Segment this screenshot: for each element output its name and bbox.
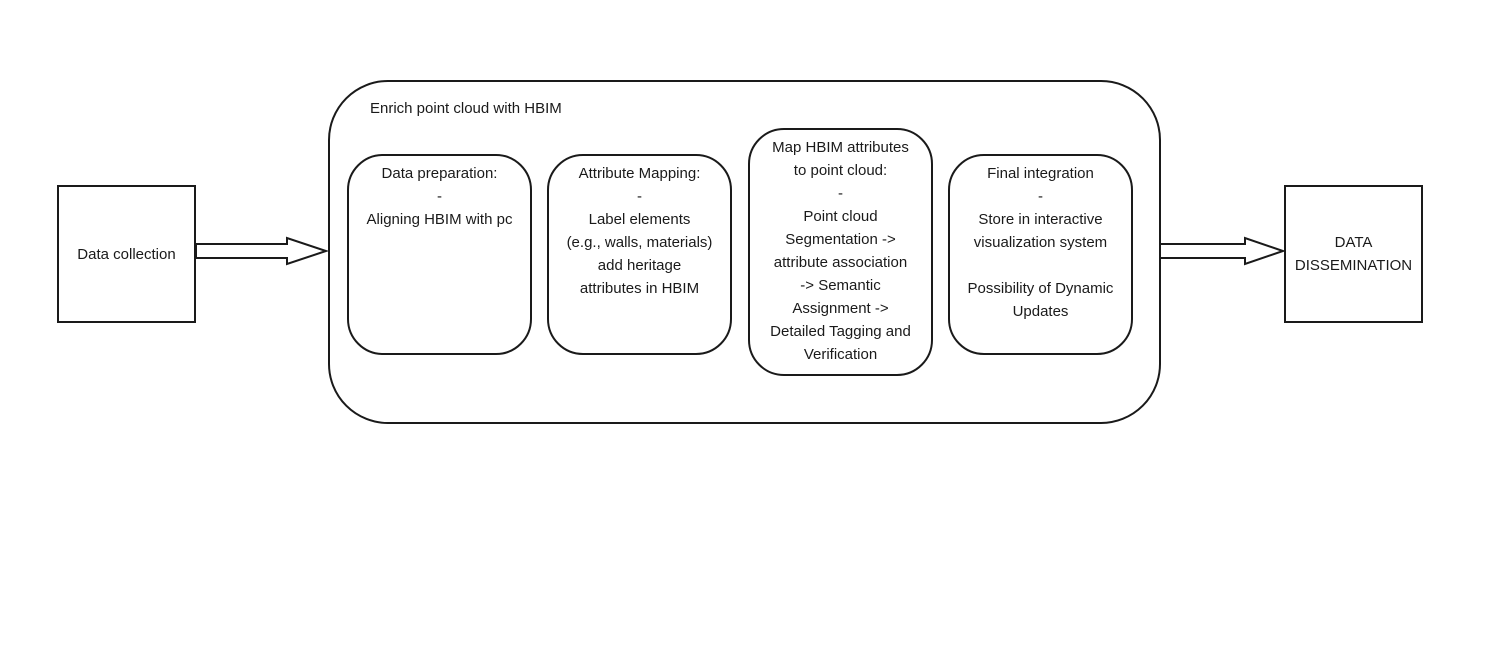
step-text-line: Attribute Mapping: — [578, 165, 701, 182]
step-text-line: -> Semantic — [800, 277, 881, 294]
step-text-line: to point cloud: — [793, 162, 888, 179]
step-attribute-mapping: Attribute Mapping: - Label elements (e.g… — [547, 154, 732, 355]
step-text-line: attributes in HBIM — [579, 280, 700, 297]
step-text-line: - — [437, 188, 442, 205]
step-text-line: Point cloud — [803, 208, 878, 225]
step-final-integration: Final integration - Store in interactive… — [948, 154, 1133, 355]
step-text-line: visualization system — [973, 234, 1108, 251]
step-text-line: Final integration — [987, 165, 1094, 182]
step-data-preparation: Data preparation: - Aligning HBIM with p… — [347, 154, 532, 355]
step-text-line: Verification — [803, 346, 878, 363]
step-text-line: Detailed Tagging and — [770, 323, 911, 340]
step-text-line: Data preparation: — [381, 165, 498, 182]
step-map-hbim-attributes: Map HBIM attributes to point cloud: - Po… — [748, 128, 933, 376]
enrich-title: Enrich point cloud with HBIM — [370, 100, 562, 117]
step-text-line: - — [1038, 188, 1043, 205]
step-text-line: Store in interactive — [978, 211, 1103, 228]
step-text-line: (e.g., walls, materials) — [566, 234, 713, 251]
data-collection-label: Data collection — [77, 245, 176, 263]
step-text-line: add heritage — [597, 257, 682, 274]
hollow-arrow-enrich-to-dissemination — [1159, 236, 1287, 266]
step-text-line: Label elements — [588, 211, 691, 228]
data-dissemination-label-line: DATA — [1334, 234, 1373, 251]
step-text-line: Map HBIM attributes — [772, 139, 909, 156]
data-dissemination-label-line: DISSEMINATION — [1294, 257, 1413, 274]
hollow-arrow-collection-to-enrich — [195, 236, 330, 266]
step-text-line: - — [838, 185, 843, 202]
data-collection-box: Data collection — [57, 185, 196, 323]
step-text-line: Possibility of Dynamic — [967, 280, 1114, 297]
data-dissemination-box: DATA DISSEMINATION — [1284, 185, 1423, 323]
step-text-line: - — [637, 188, 642, 205]
step-text-line — [954, 254, 1127, 277]
step-text-line: attribute association — [773, 254, 908, 271]
step-text-line: Updates — [1012, 303, 1069, 320]
step-text-line: Segmentation -> — [785, 231, 896, 248]
step-text-line: Assignment -> — [792, 300, 889, 317]
step-text-line: Aligning HBIM with pc — [366, 211, 513, 228]
